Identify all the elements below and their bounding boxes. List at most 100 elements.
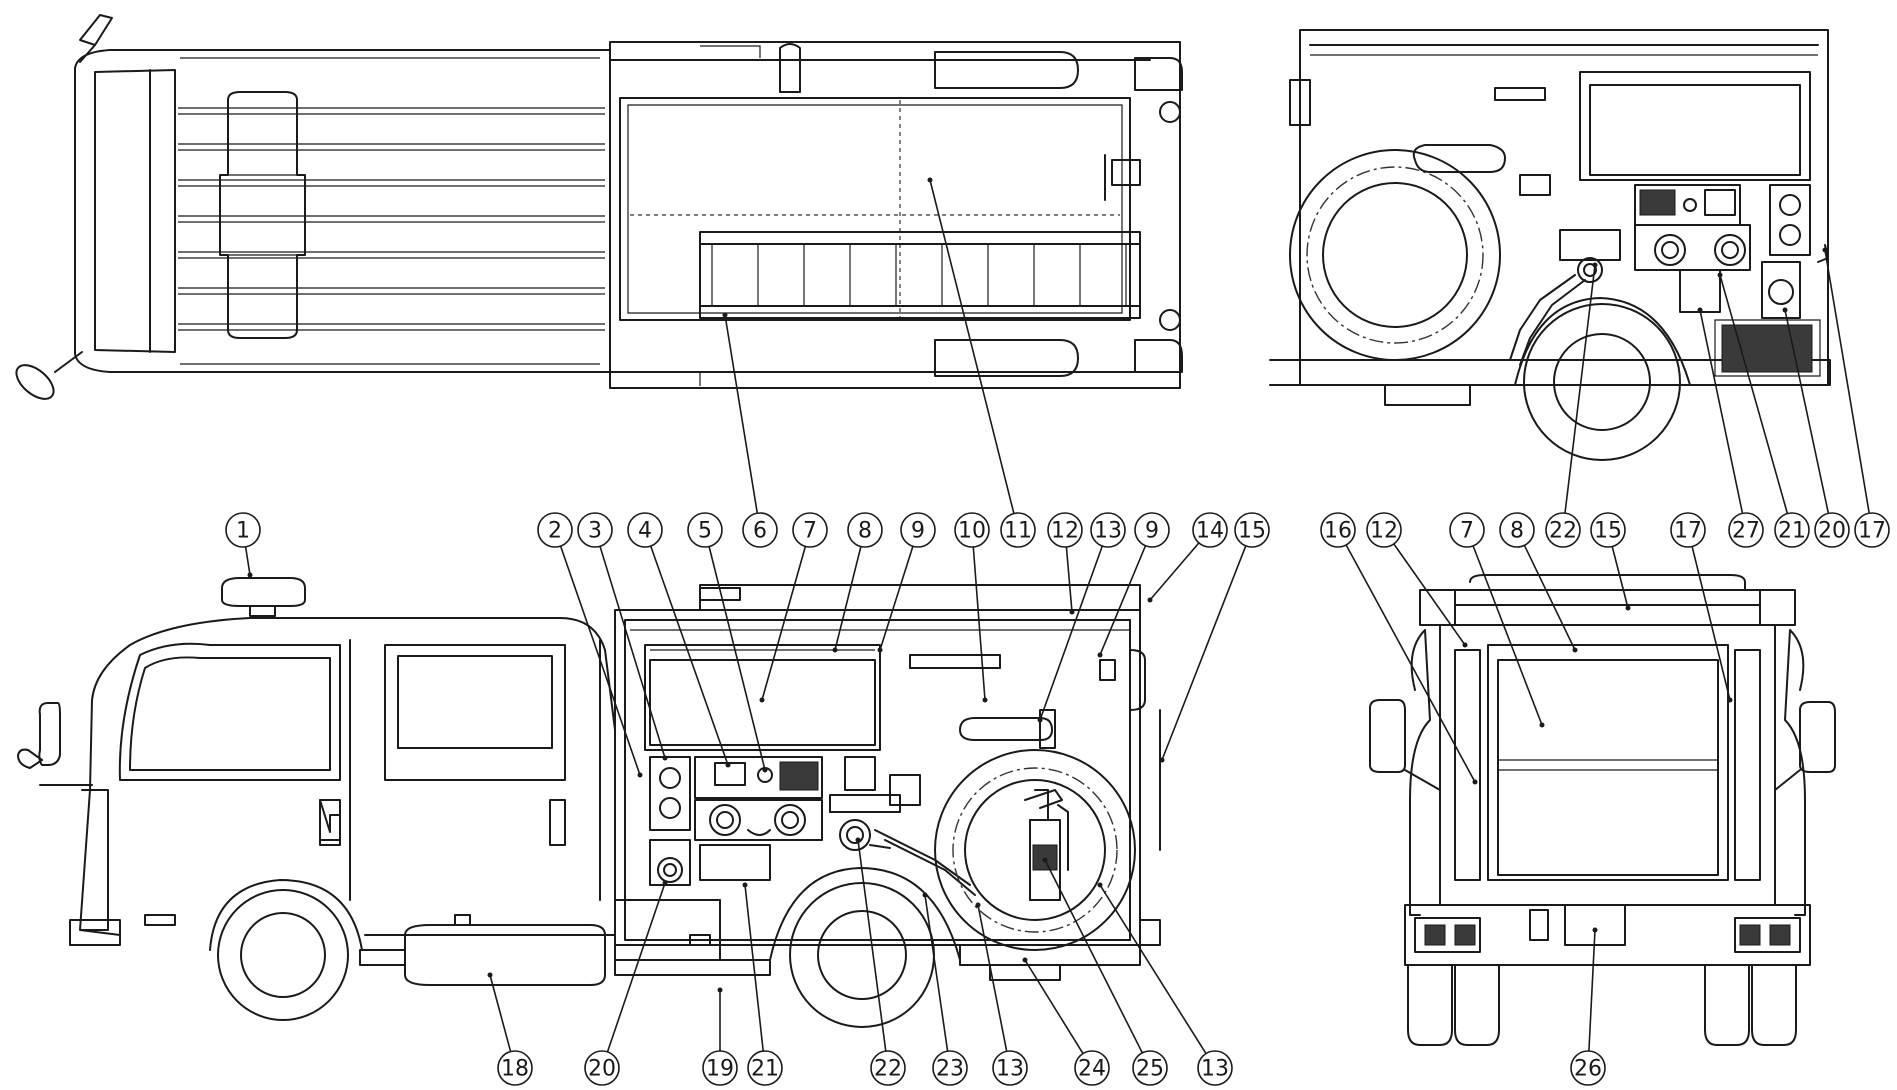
callout-number: 6 [753, 519, 767, 544]
callout-number: 27 [1732, 519, 1760, 544]
callout-circle [1047, 512, 1083, 548]
callout-17: 17 [1854, 512, 1890, 548]
callout-12: 12 [1047, 512, 1083, 548]
callout-25: 25 [1132, 1050, 1168, 1086]
leader-line-22 [1564, 264, 1596, 514]
leader-dot-4 [725, 762, 731, 768]
leader-line-13 [1039, 545, 1104, 721]
callout-4: 4 [627, 512, 663, 548]
leader-dot-19 [717, 987, 723, 993]
callout-number: 12 [1370, 519, 1398, 544]
callout-21: 21 [747, 1050, 783, 1086]
leader-dot-5 [762, 767, 768, 773]
callout-circle [1449, 512, 1485, 548]
leader-dot-21 [742, 882, 748, 888]
callout-20: 20 [1814, 512, 1850, 548]
callout-23: 23 [932, 1050, 968, 1086]
leader-dot-15 [1159, 757, 1165, 763]
callout-circle [870, 1050, 906, 1086]
leader-line-4 [649, 545, 729, 766]
callout-circle [1590, 512, 1626, 548]
callout-13: 13 [992, 1050, 1028, 1086]
leader-dot-15 [1625, 605, 1631, 611]
leader-dot-20 [1782, 307, 1788, 313]
callout-7: 7 [1449, 512, 1485, 548]
callout-circle [577, 512, 613, 548]
callout-9: 9 [1134, 512, 1170, 548]
leader-dot-21 [1717, 272, 1723, 278]
callout-number: 14 [1196, 519, 1224, 544]
callout-number: 10 [958, 519, 986, 544]
callout-number: 21 [751, 1057, 779, 1082]
leader-dot-13 [975, 902, 981, 908]
leader-dot-13 [1037, 717, 1043, 723]
leader-line-7 [1472, 545, 1543, 726]
callout-number: 12 [1051, 519, 1079, 544]
leader-line-9 [879, 545, 914, 651]
callout-22: 22 [870, 1050, 906, 1086]
callout-number: 9 [911, 519, 925, 544]
callout-circle [1132, 1050, 1168, 1086]
callout-number: 19 [706, 1057, 734, 1082]
leader-dot-8 [1572, 647, 1578, 653]
callout-number: 20 [1818, 519, 1846, 544]
callout-circle [992, 1050, 1028, 1086]
leader-dot-20 [662, 880, 668, 886]
callout-circle [1670, 512, 1706, 548]
callout-24: 24 [1074, 1050, 1110, 1086]
top-view [15, 14, 1183, 400]
callout-number: 16 [1324, 519, 1352, 544]
leader-dot-25 [1042, 857, 1048, 863]
callout-20: 20 [584, 1050, 620, 1086]
leader-dot-3 [662, 755, 668, 761]
callout-15: 15 [1590, 512, 1626, 548]
leader-line-27 [1699, 309, 1744, 514]
callout-circle [1134, 512, 1170, 548]
callout-circle [627, 512, 663, 548]
leader-dot-18 [487, 972, 493, 978]
leader-line-21 [744, 884, 764, 1052]
callout-number: 18 [501, 1057, 529, 1082]
leader-line-6 [724, 314, 759, 514]
callout-circle [1000, 512, 1036, 548]
callout-13: 13 [1197, 1050, 1233, 1086]
leader-dot-7 [1539, 722, 1545, 728]
callout-circle [1854, 512, 1890, 548]
leader-line-21 [1719, 274, 1789, 514]
leader-dot-8 [832, 647, 838, 653]
callout-7: 7 [792, 512, 828, 548]
callout-circle [932, 1050, 968, 1086]
rear-view [1369, 574, 1836, 1046]
callout-27: 27 [1728, 512, 1764, 548]
callout-number: 1 [236, 519, 250, 544]
callout-circle [1499, 512, 1535, 548]
leader-line-16 [1345, 544, 1476, 783]
callout-16: 16 [1320, 512, 1356, 548]
leader-dot-22 [1592, 262, 1598, 268]
callout-number: 13 [1201, 1057, 1229, 1082]
callout-22: 22 [1545, 512, 1581, 548]
leader-line-15 [1161, 545, 1247, 761]
callout-circle [847, 512, 883, 548]
callout-circle [1197, 1050, 1233, 1086]
leader-dot-14 [1147, 597, 1153, 603]
leader-dot-23 [922, 892, 928, 898]
leader-dot-27 [1697, 307, 1703, 313]
callout-circle [1192, 512, 1228, 548]
side-view-right [1269, 29, 1831, 461]
callout-number: 7 [803, 519, 817, 544]
callout-number: 7 [1460, 519, 1474, 544]
callout-circle [900, 512, 936, 548]
callout-5: 5 [687, 512, 723, 548]
leader-dot-12 [1069, 609, 1075, 615]
leader-line-5 [708, 546, 766, 771]
leader-line-10 [972, 546, 986, 701]
leader-line-26 [1588, 929, 1596, 1052]
leader-dot-9 [1097, 652, 1103, 658]
callout-19: 19 [702, 1050, 738, 1086]
callout-circle [1090, 512, 1126, 548]
leader-line-1 [244, 546, 251, 576]
